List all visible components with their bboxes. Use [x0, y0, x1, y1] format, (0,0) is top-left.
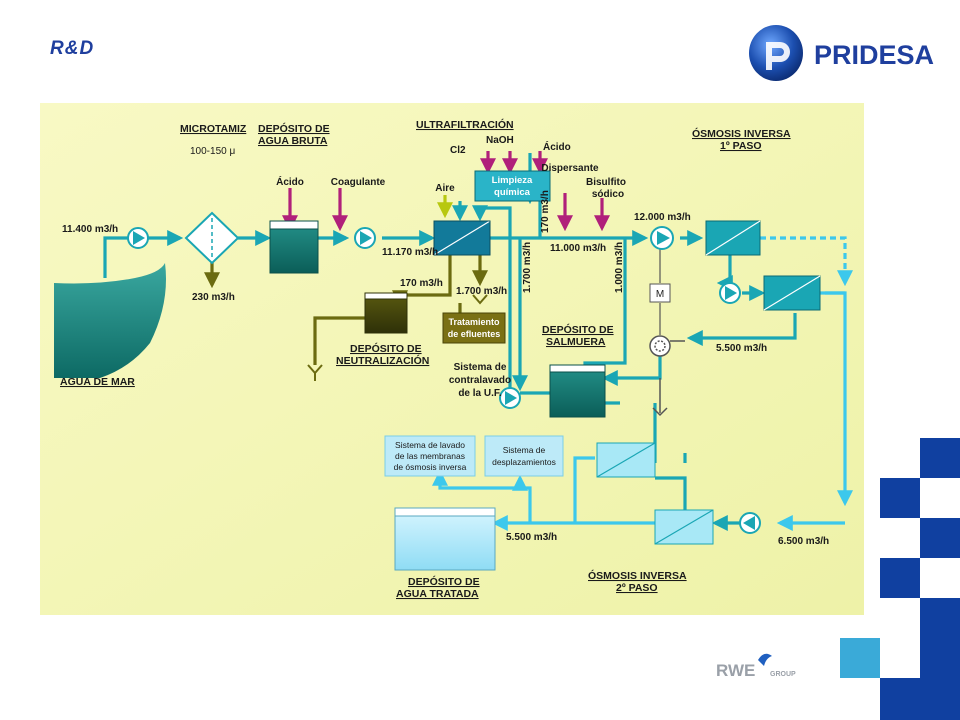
contralavado-label-2: contralavado	[449, 375, 511, 386]
flow-5500-brine: 5.500 m3/h	[716, 343, 767, 354]
lavado-label-1: Sistema de lavado	[395, 440, 465, 450]
chem-acido2: Ácido	[543, 140, 571, 153]
motor-icon	[649, 283, 671, 303]
title-neutralizacion-1: DEPÓSITO DE	[350, 342, 422, 355]
drain-icon-salmuera	[652, 407, 668, 417]
flow-230: 230 m3/h	[192, 292, 235, 303]
pipe-to-lavado	[432, 469, 532, 523]
intake-pipe	[103, 236, 132, 278]
pipe-neut-out	[313, 316, 365, 365]
pipe-ro2-up	[655, 476, 687, 511]
contralavado-label-1: Sistema de	[454, 362, 507, 373]
microtamiz-range: 100-150 μ	[190, 146, 235, 157]
tratamiento-label-2: de efluentes	[448, 329, 501, 339]
title-agua-tratada-1: DEPÓSITO DE	[408, 575, 480, 588]
limpieza-label-1: Limpieza	[492, 175, 533, 186]
drain-icon-efl	[472, 294, 488, 305]
rwe-swoosh-icon	[758, 653, 772, 666]
desplaz-box	[484, 435, 564, 477]
title-salmuera-2: SALMUERA	[546, 336, 606, 348]
pridesa-logo: PRIDESA	[749, 25, 934, 81]
motor-label: M	[656, 289, 664, 300]
pipe-5500-brine	[686, 313, 797, 346]
ro2-module-a	[596, 442, 656, 478]
limpieza-box	[474, 170, 551, 202]
flow-170-neut: 170 m3/h	[400, 278, 443, 289]
pump-booster-icon	[719, 282, 741, 304]
title-osmosis1-1: ÓSMOSIS INVERSA	[692, 127, 791, 140]
title-osmosis2-1: ÓSMOSIS INVERSA	[588, 569, 687, 582]
pump-hp-icon	[650, 226, 674, 250]
flow-11400: 11.400 m3/h	[62, 224, 118, 235]
rwe-group: GROUP	[770, 671, 796, 678]
flow-1700-efl: 1.700 m3/h	[456, 286, 507, 297]
pipe-backwash-return	[472, 205, 512, 388]
title-agua-tratada-2: AGUA TRATADA	[396, 588, 479, 600]
pipe-ro2b-permeate	[573, 456, 595, 523]
tank-agua-bruta	[269, 220, 319, 274]
tank-agua-tratada	[394, 507, 496, 571]
tratamiento-label-1: Tratamiento	[448, 317, 500, 327]
tank-salmuera	[549, 364, 606, 418]
rwe-name: RWE	[716, 661, 755, 680]
energy-recovery-icon	[649, 335, 685, 357]
chem-dispersante: Dispersante	[541, 163, 599, 174]
pipe-ro1-permeate	[760, 236, 853, 287]
pump-uf-feed-icon	[354, 227, 376, 249]
pump-ro2-icon	[739, 512, 761, 534]
pump-backwash-icon	[499, 387, 521, 409]
flow-12000: 12.000 m3/h	[634, 212, 691, 223]
title-osmosis1-2: 1º PASO	[720, 140, 762, 152]
title-agua-bruta-2: AGUA BRUTA	[258, 135, 328, 147]
flow-11170: 11.170 m3/h	[382, 247, 438, 258]
lavado-box	[384, 435, 476, 477]
title-agua-de-mar: AGUA DE MAR	[60, 376, 135, 388]
ro1-module-a	[705, 220, 761, 256]
lavado-label-2: de las membranas	[395, 451, 465, 461]
flow-11000: 11.000 m3/h	[550, 243, 606, 254]
rwe-logo: RWE GROUP	[716, 653, 796, 680]
flow-5500-tratada: 5.500 m3/h	[506, 532, 557, 543]
microtamiz-icon	[184, 211, 240, 265]
flow-1700-vertical: 1.700 m3/h	[522, 242, 533, 293]
section-label: R&D	[50, 38, 95, 59]
pump-intake-icon	[127, 227, 149, 249]
chem-aire: Aire	[435, 183, 455, 194]
flow-6500: 6.500 m3/h	[778, 536, 829, 547]
ro1-module-b	[763, 275, 821, 311]
title-ultrafiltracion: ULTRAFILTRACIÓN	[416, 118, 514, 131]
chem-cl2: Cl2	[450, 145, 466, 156]
flow-1000-vertical: 1.000 m3/h	[614, 242, 625, 293]
title-microtamiz: MICROTAMIZ	[180, 123, 247, 135]
chem-acido1: Ácido	[276, 175, 304, 188]
process-diagram: M Limpieza química Tratamiento de efluen…	[40, 103, 864, 615]
title-osmosis2-2: 2º PASO	[616, 582, 658, 594]
chem-bisulfito-2: sódico	[592, 189, 624, 200]
drop-icon	[749, 25, 803, 81]
tratamiento-box	[442, 312, 506, 344]
uf-module	[433, 220, 491, 256]
title-neutralizacion-2: NEUTRALIZACIÓN	[336, 354, 429, 367]
title-salmuera-1: DEPÓSITO DE	[542, 323, 614, 336]
lavado-label-3: de ósmosis inversa	[394, 462, 467, 472]
sea-shape	[54, 263, 166, 378]
flow-170-vertical: 170 m3/h	[540, 190, 551, 233]
chem-coagulante: Coagulante	[331, 177, 386, 188]
brand-name: PRIDESA	[814, 40, 934, 70]
limpieza-label-2: química	[494, 187, 531, 198]
desplaz-label-2: desplazamientos	[492, 457, 556, 467]
chem-bisulfito-1: Bisulfito	[586, 177, 626, 188]
chem-naoh: NaOH	[486, 135, 514, 146]
contralavado-label-3: de la U.F.	[458, 388, 502, 399]
title-agua-bruta-1: DEPÓSITO DE	[258, 122, 330, 135]
ro2-module-b	[654, 509, 714, 545]
desplaz-label-1: Sistema de	[503, 445, 546, 455]
